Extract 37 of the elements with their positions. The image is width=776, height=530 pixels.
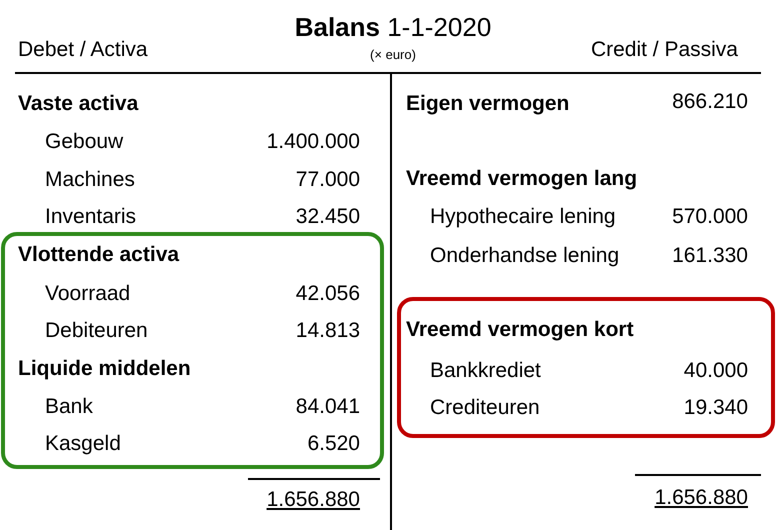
item-name: Machines <box>45 167 135 193</box>
item-name: Voorraad <box>45 281 130 307</box>
amount: 1.400.000 <box>266 129 360 155</box>
amount: 32.450 <box>296 204 360 230</box>
item-name: Kasgeld <box>45 431 121 457</box>
total-amount: 1.656.880 <box>654 485 748 511</box>
column-heading: Credit / Passiva <box>590 37 738 63</box>
amount: 161.330 <box>672 243 748 269</box>
highlight-frame <box>397 297 775 438</box>
section-heading: Vlottende activa <box>18 242 180 268</box>
unit-note: (× euro) <box>370 47 416 63</box>
total-amount: 1.656.880 <box>266 487 360 513</box>
amount: 19.340 <box>684 395 748 421</box>
item-name: Debiteuren <box>45 318 148 344</box>
amount: 570.000 <box>672 204 748 230</box>
amount: 6.520 <box>307 431 360 457</box>
amount: 40.000 <box>684 358 748 384</box>
item-name: Bank <box>45 394 93 420</box>
item-name: Bankkrediet <box>430 358 541 384</box>
section-heading: Vreemd vermogen kort <box>406 317 634 343</box>
item-name: Inventaris <box>45 204 136 230</box>
highlight-frame <box>1 232 384 469</box>
section-heading: Vaste activa <box>18 91 138 117</box>
title: Balans 1-1-2020 <box>294 12 492 42</box>
item-name: Crediteuren <box>430 395 540 421</box>
section-heading: Eigen vermogen <box>406 91 570 117</box>
amount: 77.000 <box>296 167 360 193</box>
amount: 14.813 <box>296 318 360 344</box>
amount: 866.210 <box>672 89 748 115</box>
amount: 42.056 <box>296 281 360 307</box>
item-name: Onderhandse lening <box>430 243 620 269</box>
item-name: Hypothecaire lening <box>430 204 616 230</box>
item-name: Gebouw <box>45 129 124 155</box>
section-heading: Liquide middelen <box>18 356 191 382</box>
section-heading: Vreemd vermogen lang <box>406 166 638 192</box>
amount: 84.041 <box>296 394 360 420</box>
column-heading: Debet / Activa <box>18 37 148 63</box>
